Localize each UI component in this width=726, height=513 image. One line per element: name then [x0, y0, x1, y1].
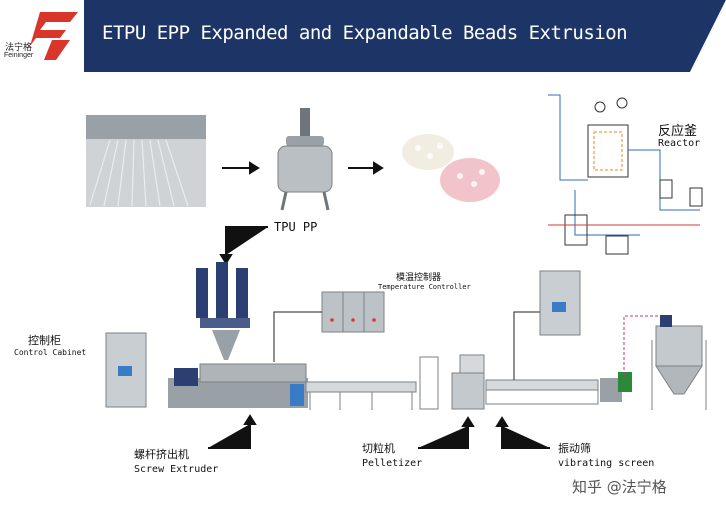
expanded-beads-image — [402, 134, 500, 202]
brand-name-en: Feininger — [4, 52, 34, 59]
vibrating-screen-icon — [485, 270, 632, 405]
control-cabinet-label-cn: 控制柜 — [28, 334, 61, 347]
temperature-controller-label-cn: 模温控制器 — [396, 273, 442, 283]
pelletizer-label-cn: 切粒机 — [362, 442, 395, 455]
page-title: ETPU EPP Expanded and Expandable Beads E… — [102, 22, 628, 44]
watermark: 知乎 @法宁格 — [572, 478, 667, 496]
control-cabinet-label-en: Control Cabinet — [14, 348, 87, 357]
flow-arrow — [208, 414, 550, 449]
control-cabinet-icon — [105, 332, 147, 408]
process-diagram — [86, 94, 707, 449]
storage-silo-icon — [651, 315, 707, 410]
temperature-controller-icon — [321, 291, 385, 333]
feininger-logo-icon — [30, 12, 78, 60]
logo: 法宁格 Feininger — [0, 0, 84, 72]
connector-line — [273, 311, 322, 362]
extrusion-photo — [86, 115, 206, 207]
hopper-feeder-icon — [196, 262, 250, 360]
cooling-conveyor-icon — [305, 381, 417, 410]
brand-name-cn: 法宁格 — [5, 43, 33, 53]
reactor-label-en: Reactor — [658, 138, 701, 149]
reactor-vessel-icon — [277, 108, 333, 211]
screw-extruder-label-en: Screw Extruder — [134, 464, 219, 475]
pelletizer-icon — [419, 354, 485, 410]
vibrating-screen-label-cn: 振动筛 — [558, 442, 591, 455]
pneumatic-pipe — [623, 315, 660, 380]
reactor-schematic — [548, 94, 703, 255]
screw-extruder-icon — [168, 363, 308, 408]
vibrating-screen-label-en: vibrating screen — [558, 458, 655, 469]
pelletizer-label-en: Pelletizer — [362, 458, 423, 469]
reactor-label-cn: 反应釜 — [658, 124, 698, 139]
header-background — [84, 0, 726, 72]
temperature-controller-label-en: Temperature Controller — [378, 283, 471, 291]
screw-extruder-label-cn: 螺杆挤出机 — [134, 448, 189, 461]
connector-line — [513, 311, 540, 380]
material-label: TPU PP — [274, 220, 318, 234]
flow-arrow — [222, 161, 384, 175]
material-feed-arrow — [219, 226, 268, 265]
header-banner: 法宁格 Feininger ETPU EPP Expanded and Expa… — [0, 0, 726, 72]
